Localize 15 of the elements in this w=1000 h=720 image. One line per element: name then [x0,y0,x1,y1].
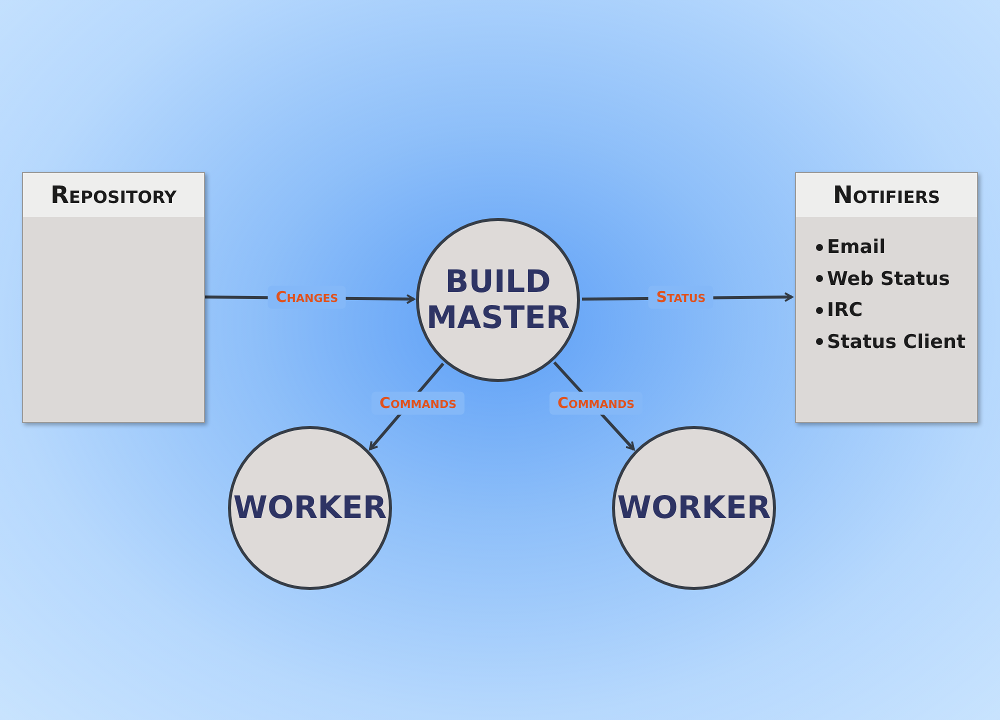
list-item: Email [827,235,886,260]
edge-label: Changes [268,286,346,308]
edge-label: Commands [549,392,643,414]
edge-label: Commands [371,392,465,414]
list-item: IRC [827,298,863,323]
node-label: WORKER [232,490,388,526]
card-heading: Notifiers [796,173,977,217]
list-item: Web Status [827,266,950,292]
card-heading: Repository [23,173,204,217]
list-card [22,172,205,423]
list-card [795,172,978,423]
node-label: BUILD MASTER [425,264,571,336]
edge-label: Status [648,286,714,308]
list-item: Status Client [827,330,966,354]
node-label: WORKER [616,490,772,526]
